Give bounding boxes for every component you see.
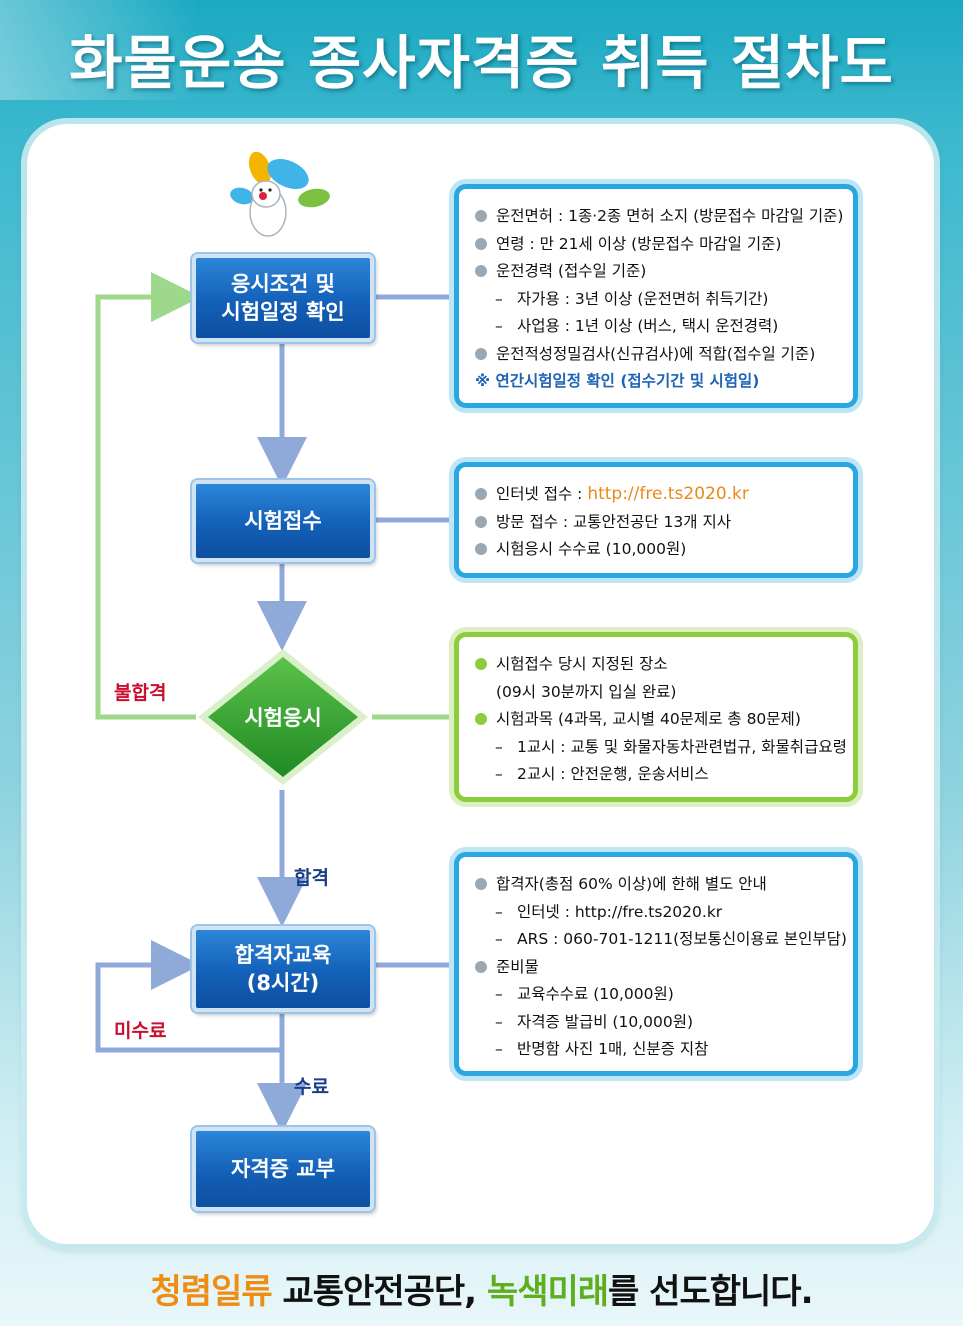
info-text: 인터넷 : http://fre.ts2020.kr: [517, 902, 723, 921]
info-text: 합격자(총점 60% 이상)에 한해 별도 안내: [496, 875, 767, 893]
info-row: 인터넷 접수 : http://fre.ts2020.kr: [475, 481, 841, 509]
dash-icon: –: [495, 985, 503, 1003]
label-incomplete: 미수료: [114, 1020, 167, 1042]
decision-diamond: [198, 649, 368, 785]
slogan-part-organization: 교통안전공단,: [271, 1272, 487, 1312]
info-row: –2교시 : 안전운행, 운송서비스: [475, 761, 841, 789]
bullet-icon: [475, 210, 487, 222]
step-eligibility-check: 응시조건 및 시험일정 확인: [192, 254, 374, 342]
info-text: 연령 : 만 21세 이상 (방문접수 마감일 기준): [496, 234, 782, 253]
bullet-icon: [475, 347, 487, 360]
dash-icon: –: [495, 317, 503, 335]
step-take-exam-label: 시험응시: [244, 706, 322, 730]
info-row: –인터넷 : http://fre.ts2020.kr: [475, 899, 841, 927]
step-qualifier-training-label: 합격자교육 (8시간): [234, 943, 332, 995]
info-row: 시험과목 (4과목, 교시별 40문제로 총 80문제): [475, 706, 841, 734]
step-eligibility-check-label: 응시조건 및 시험일정 확인: [221, 272, 345, 324]
info-text: 사업용 : 1년 이상 (버스, 택시 운전경력): [517, 317, 779, 335]
bullet-icon: [475, 960, 487, 973]
page-title: 화물운송 종사자격증 취득 절차도: [69, 29, 894, 97]
info-text: 방문 접수 : 교통안전공단 13개 지사: [496, 512, 731, 531]
incomplete-loop-arrow: [95, 940, 282, 1053]
bullet-icon: [475, 488, 487, 500]
info-box-training: 합격자(총점 60% 이상)에 한해 별도 안내 –인터넷 : http://f…: [454, 852, 858, 1076]
info-box-exam: 시험접수 당시 지정된 장소 (09시 30분까지 입실 완료) 시험과목 (4…: [454, 632, 858, 802]
info-row: –ARS : 060-701-1211(정보통신이용료 본인부담): [475, 926, 847, 954]
info-text: 자가용 : 3년 이상 (운전면허 취득기간): [517, 289, 769, 308]
step-exam-registration-label: 시험접수: [244, 509, 322, 533]
info-text: 준비물: [496, 957, 539, 976]
bullet-icon: [475, 658, 487, 670]
step-qualifier-training: 합격자교육 (8시간): [192, 926, 374, 1012]
bullet-icon: [475, 713, 487, 725]
dash-icon: –: [495, 902, 503, 921]
step-take-exam: 시험응시: [194, 645, 372, 789]
dash-icon: –: [495, 1012, 503, 1031]
step-exam-registration: 시험접수: [192, 480, 374, 562]
info-row: –사업용 : 1년 이상 (버스, 택시 운전경력): [475, 313, 841, 341]
dash-icon: –: [495, 289, 503, 308]
truck-photo-decoration: [0, 0, 200, 100]
bullet-icon: [475, 543, 487, 555]
info-text: 반명함 사진 1매, 신분증 지참: [517, 1040, 709, 1058]
info-row: 합격자(총점 60% 이상)에 한해 별도 안내: [475, 871, 841, 899]
info-text: 시험응시 수수료 (10,000원): [496, 540, 687, 558]
info-note: ※ 연간시험일정 확인 (접수기간 및 시험일): [475, 372, 760, 390]
info-row: 준비물: [475, 954, 841, 982]
info-text: ARS : 060-701-1211(정보통신이용료 본인부담): [517, 930, 847, 948]
info-row: 시험응시 수수료 (10,000원): [475, 536, 841, 564]
registration-url-link[interactable]: http://fre.ts2020.kr: [587, 484, 749, 504]
bullet-icon: [475, 265, 487, 277]
mascot-image: [230, 152, 330, 237]
info-text: 1교시 : 교통 및 화물자동차관련법규, 화물취급요령: [517, 737, 847, 756]
step-certificate-issue: 자격증 교부: [192, 1127, 374, 1211]
info-row: –자가용 : 3년 이상 (운전면허 취득기간): [475, 286, 841, 314]
step-certificate-issue-label: 자격증 교부: [231, 1157, 335, 1181]
info-text: 자격증 발급비 (10,000원): [517, 1012, 694, 1031]
bullet-icon: [475, 878, 487, 890]
label-fail: 불합격: [114, 682, 167, 704]
slogan-part-green-future: 녹색미래: [486, 1272, 609, 1312]
info-text: 운전경력 (접수일 기준): [496, 262, 647, 280]
info-row: 시험접수 당시 지정된 장소: [475, 651, 841, 679]
info-row: –1교시 : 교통 및 화물자동차관련법규, 화물취급요령: [475, 734, 847, 762]
info-text: 운전면허 : 1종·2종 면허 소지 (방문접수 마감일 기준): [496, 207, 844, 225]
bullet-icon: [475, 237, 487, 250]
info-row: –교육수수료 (10,000원): [475, 981, 841, 1009]
label-complete: 수료: [294, 1076, 329, 1098]
fail-loop-arrow: [95, 272, 201, 720]
bullet-icon: [475, 515, 487, 528]
slogan-part-integrity: 청렴일류: [150, 1272, 273, 1312]
dash-icon: –: [495, 765, 503, 783]
label-pass: 합격: [294, 867, 329, 889]
info-row: 운전면허 : 1종·2종 면허 소지 (방문접수 마감일 기준): [475, 203, 844, 231]
info-row: 방문 접수 : 교통안전공단 13개 지사: [475, 509, 841, 537]
info-text: 인터넷 접수 :: [496, 485, 588, 503]
info-row: –자격증 발급비 (10,000원): [475, 1009, 841, 1037]
info-row: 운전적성정밀검사(신규검사)에 적합(접수일 기준): [475, 341, 841, 369]
info-text: 시험과목 (4과목, 교시별 40문제로 총 80문제): [496, 710, 801, 728]
dash-icon: –: [495, 1040, 503, 1058]
info-box-eligibility: 운전면허 : 1종·2종 면허 소지 (방문접수 마감일 기준) 연령 : 만 …: [454, 184, 858, 408]
info-row: –반명함 사진 1매, 신분증 지참: [475, 1036, 841, 1064]
dash-icon: –: [495, 930, 503, 948]
info-box-registration: 인터넷 접수 : http://fre.ts2020.kr 방문 접수 : 교통…: [454, 462, 858, 578]
info-row: 운전경력 (접수일 기준): [475, 258, 841, 286]
info-row: 연령 : 만 21세 이상 (방문접수 마감일 기준): [475, 231, 841, 259]
info-row: (09시 30분까지 입실 완료): [496, 682, 677, 701]
info-text: 운전적성정밀검사(신규검사)에 적합(접수일 기준): [496, 344, 816, 363]
footer-slogan: 청렴일류 교통안전공단, 녹색미래를 선도합니다.: [0, 1264, 963, 1313]
info-text: 시험접수 당시 지정된 장소: [496, 655, 668, 673]
info-text: 2교시 : 안전운행, 운송서비스: [517, 765, 709, 783]
info-text: 교육수수료 (10,000원): [517, 985, 674, 1003]
slogan-part-leading: 를 선도합니다.: [608, 1272, 813, 1312]
dash-icon: –: [495, 737, 503, 756]
